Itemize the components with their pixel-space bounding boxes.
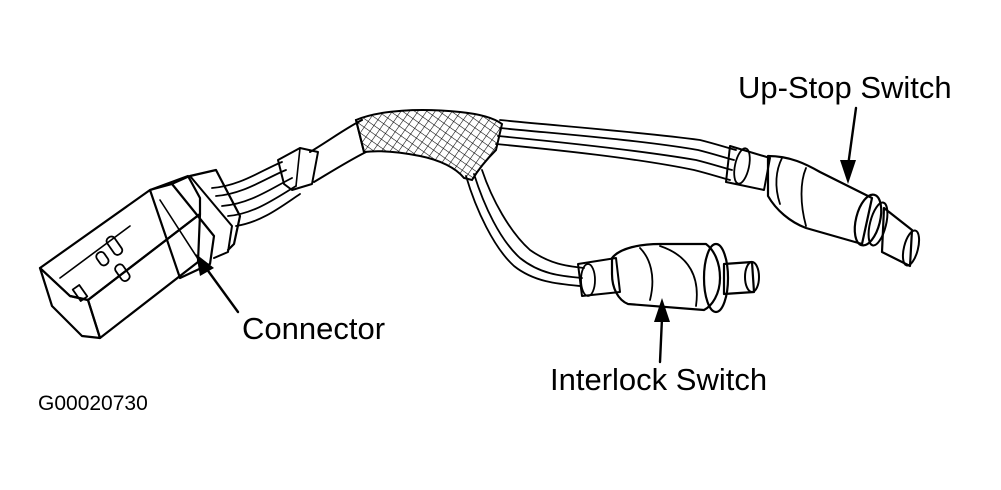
braided-loom [354, 109, 504, 182]
connector-body [38, 168, 242, 340]
interlock-branch-wires [465, 169, 585, 287]
label-interlock-switch: Interlock Switch [550, 362, 768, 397]
upstop-switch [725, 145, 921, 268]
figure-id: G00020730 [38, 392, 148, 415]
interlock-arrow [654, 298, 670, 364]
label-up-stop-switch: Up-Stop Switch [738, 70, 952, 105]
upstop-arrow [840, 106, 858, 184]
interlock-switch [577, 242, 760, 314]
harness-wires-main [211, 119, 367, 227]
label-connector: Connector [242, 311, 386, 346]
upstop-branch-wires [495, 119, 737, 181]
connector-arrow [196, 254, 240, 314]
